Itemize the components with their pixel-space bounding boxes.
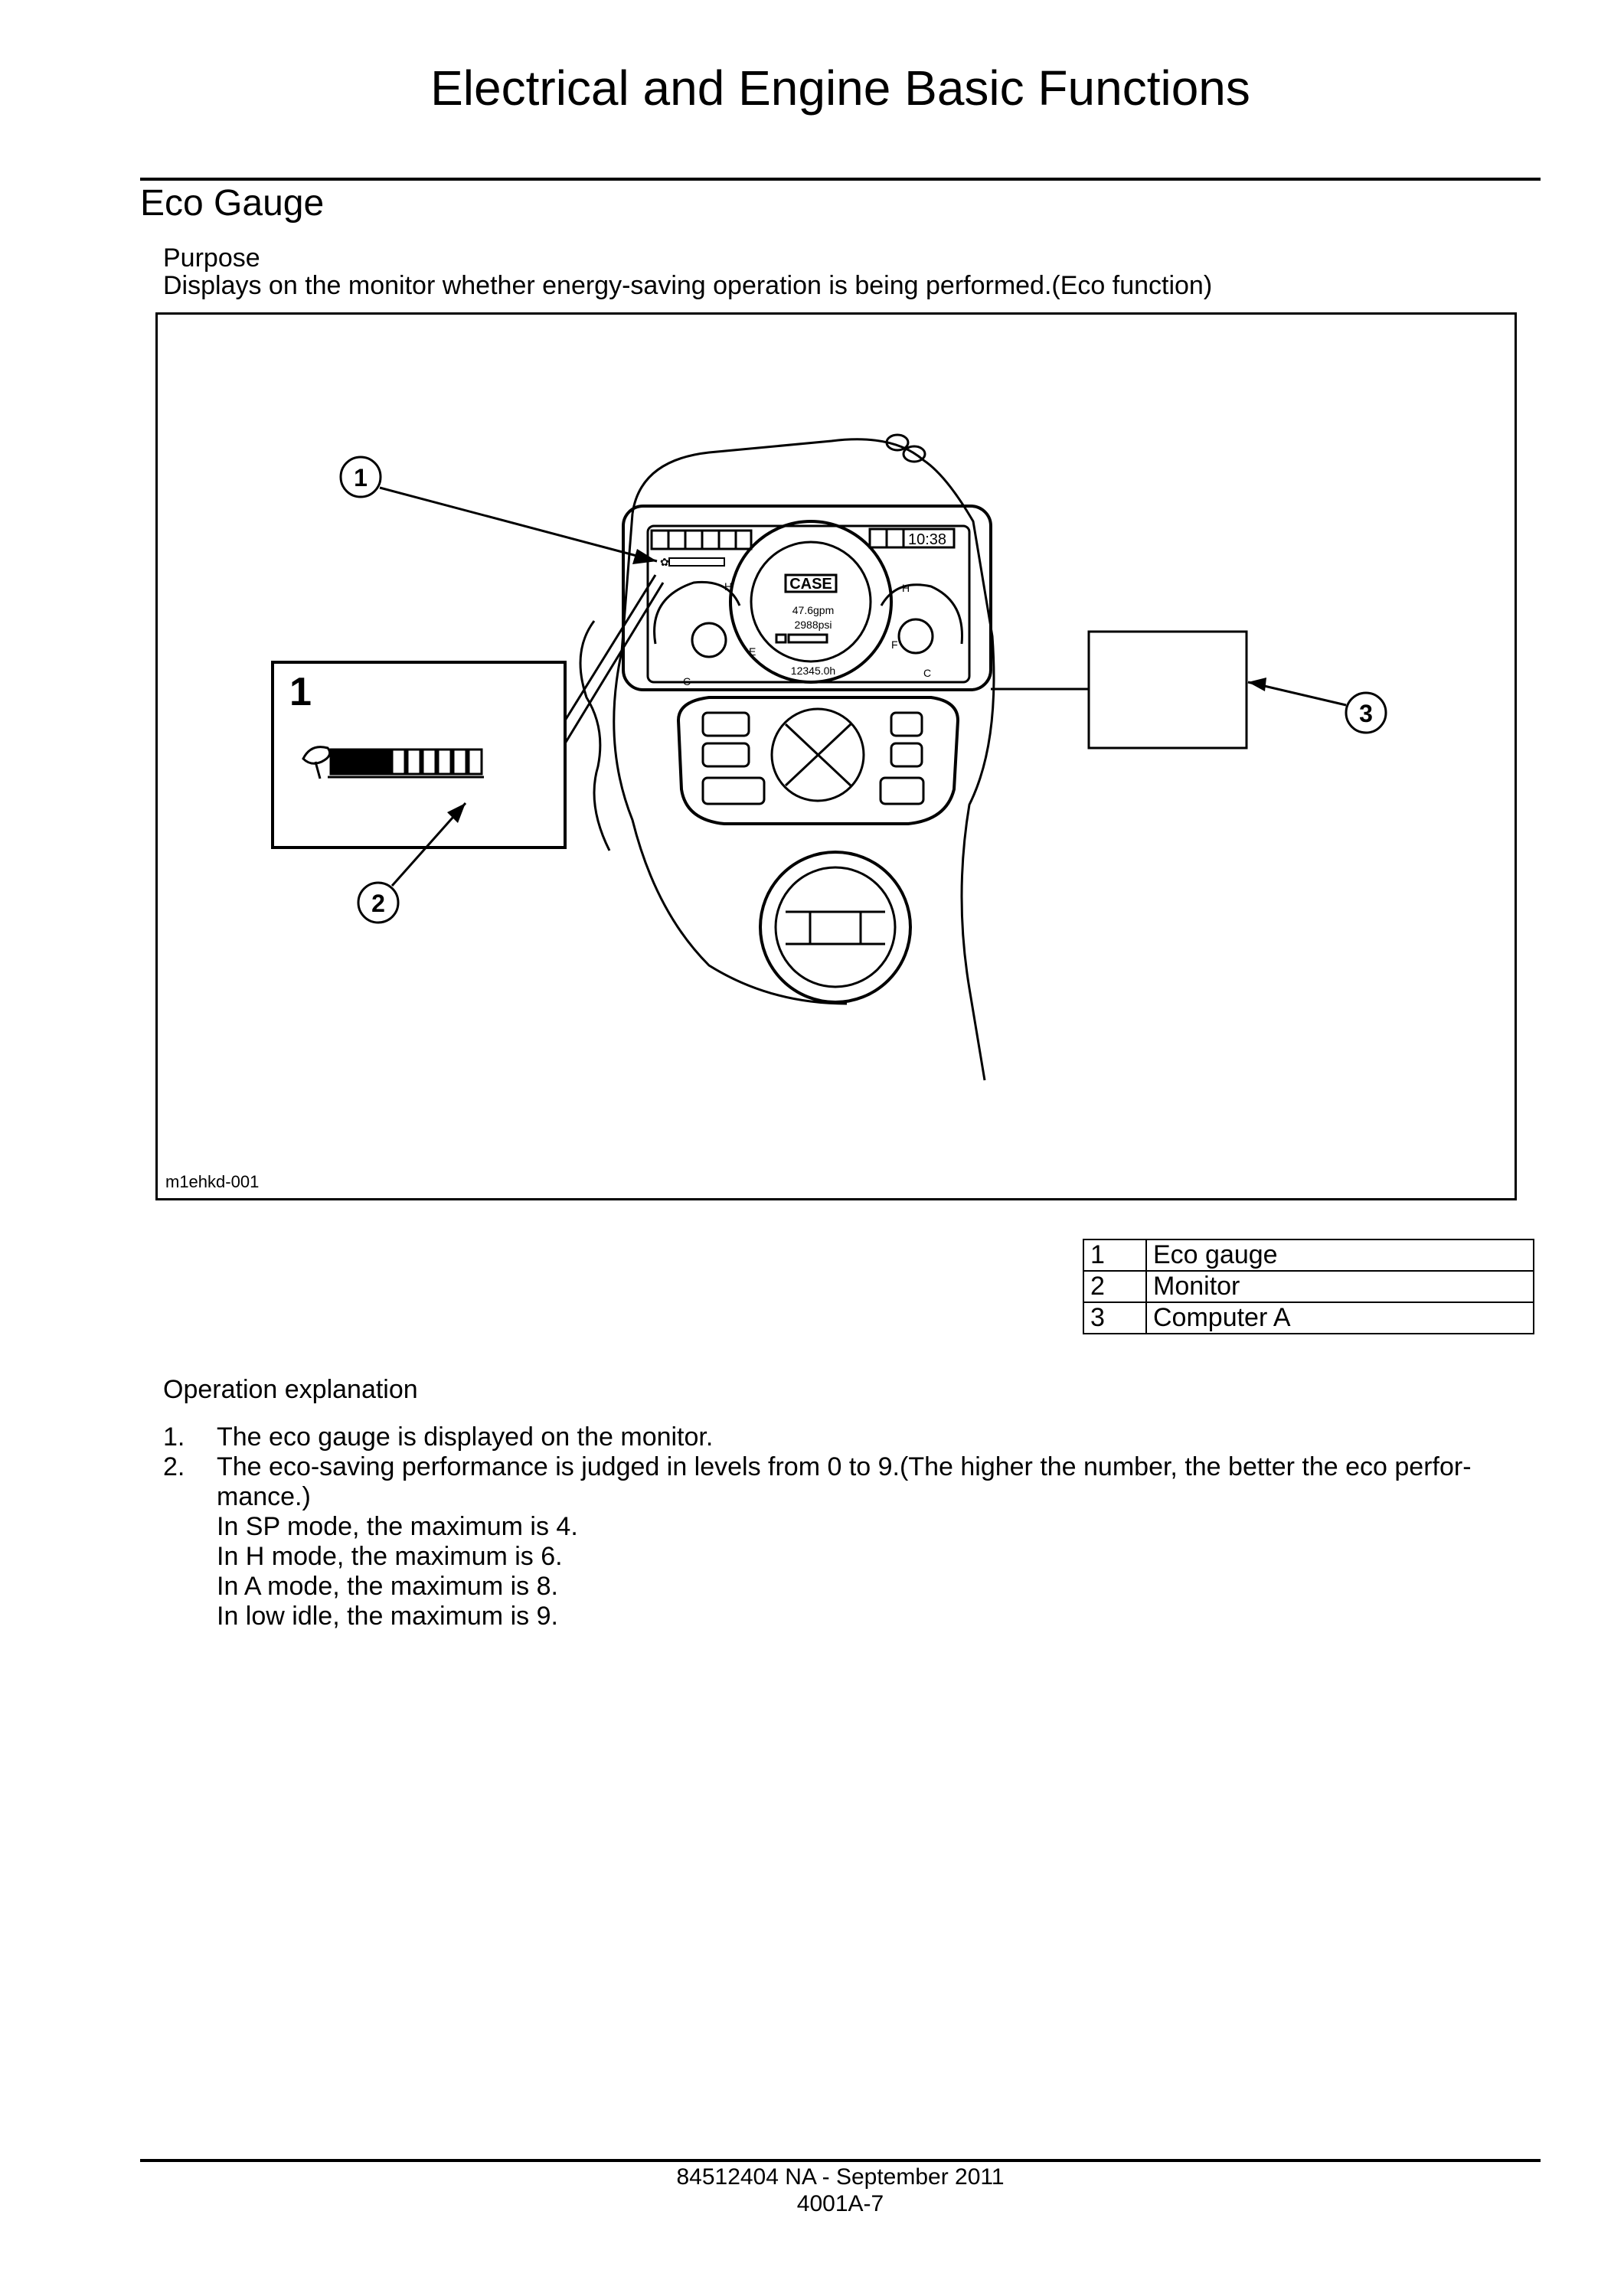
gauge-letter-c-left: C [683,675,691,687]
legend-label: Eco gauge [1145,1239,1534,1272]
eco-gauge-segment [375,748,391,776]
legend-label: Monitor [1145,1270,1534,1303]
eco-gauge-segment [436,748,453,776]
eco-gauge-segment [452,748,468,776]
joystick-hub [759,851,912,1004]
gauge-letter-c-right: C [923,667,931,679]
operation-heading: Operation explanation [163,1375,418,1404]
center-dial-outer [729,520,893,684]
callout-2 [357,881,400,924]
legend-label: Computer A [1145,1302,1534,1334]
legend-num: 3 [1083,1302,1147,1334]
keypad-panel [676,696,960,825]
legend-num: 2 [1083,1270,1147,1303]
eco-gauge-bar [328,748,484,779]
legend-table: 1 Eco gauge 2 Monitor 3 Computer A [1083,1239,1534,1334]
svg-text:1: 1 [354,464,368,492]
monitor-clock: 10:38 [908,531,946,548]
purpose-label: Purpose [163,243,260,273]
gauge-letter-h-left: H [724,580,732,593]
mode-line: In H mode, the maximum is 6. [217,1542,563,1571]
page-title: Electrical and Engine Basic Functions [430,60,1250,116]
svg-text:3: 3 [1359,700,1373,727]
left-gauge [653,580,741,645]
dial-pressure: 2988psi [794,619,832,631]
list-item: 2. The eco-saving performance is judged … [163,1452,1534,1512]
legend-row: 1 Eco gauge [1083,1239,1534,1272]
eco-gauge-segment [467,748,483,776]
list-item-number: 2. [163,1452,185,1481]
console-body-outline [631,438,995,1081]
center-dial-inner [750,541,872,663]
eco-gauge-segment [421,748,437,776]
purpose-text: Displays on the monitor whether energy-s… [163,271,1213,300]
svg-text:✿: ✿ [660,556,669,568]
operation-list: 1. The eco gauge is displayed on the mon… [163,1422,1534,1631]
section-heading: Eco Gauge [140,183,325,224]
eco-gauge-segment [360,748,376,776]
eco-gauge-segment [329,748,345,776]
eco-gauge-segment [390,748,407,776]
console-left-edge [613,513,848,1005]
eco-gauge-segment [345,748,361,776]
monitor-illustration: 10:38 ✿ CASE 47.6gpm 2988psi 12345.0h H … [271,433,1387,1081]
list-item-number: 1. [163,1422,185,1452]
legend-row: 2 Monitor [1083,1270,1534,1303]
footer-rule [140,2159,1541,2162]
eco-gauge-segment [406,748,422,776]
list-item-text: The eco gauge is displayed on the monito… [217,1422,714,1452]
mount-knob [885,433,910,452]
right-gauge [880,583,963,645]
dial-hour-meter: 12345.0h [791,665,835,677]
mode-line: In low idle, the maximum is 9. [217,1602,558,1631]
mode-line: In SP mode, the maximum is 4. [217,1512,578,1541]
monitor-bezel [622,505,992,691]
gauge-letter-e: E [749,645,756,658]
figure-frame: 10:38 ✿ CASE 47.6gpm 2988psi 12345.0h H … [155,312,1517,1200]
callout-1 [339,456,382,498]
dial-flow: 47.6gpm [792,604,834,616]
inset-label: 1 [289,670,312,714]
eco-gauge-inset [271,661,567,849]
gauge-letter-f: F [891,639,898,651]
figure-caption: m1ehkd-001 [165,1172,260,1191]
gauge-letter-h-right: H [902,582,910,594]
center-control [770,707,865,802]
header-rule [140,178,1541,181]
legend-row: 3 Computer A [1083,1302,1534,1334]
list-item-text: The eco-saving performance is judged in … [217,1452,1472,1511]
footer-doc-id: 84512404 NA - September 2011 [676,2164,1005,2190]
mode-line: In A mode, the maximum is 8. [217,1572,558,1601]
list-item: 1. The eco gauge is displayed on the mon… [163,1422,1534,1452]
dial-brand: CASE [789,576,832,593]
legend-num: 1 [1083,1239,1147,1272]
svg-text:2: 2 [371,890,385,917]
footer-page-number: 4001A-7 [796,2191,884,2216]
computer-a-box [1087,630,1248,750]
callout-3 [1345,691,1387,734]
eco-leaf-icon [302,746,332,779]
